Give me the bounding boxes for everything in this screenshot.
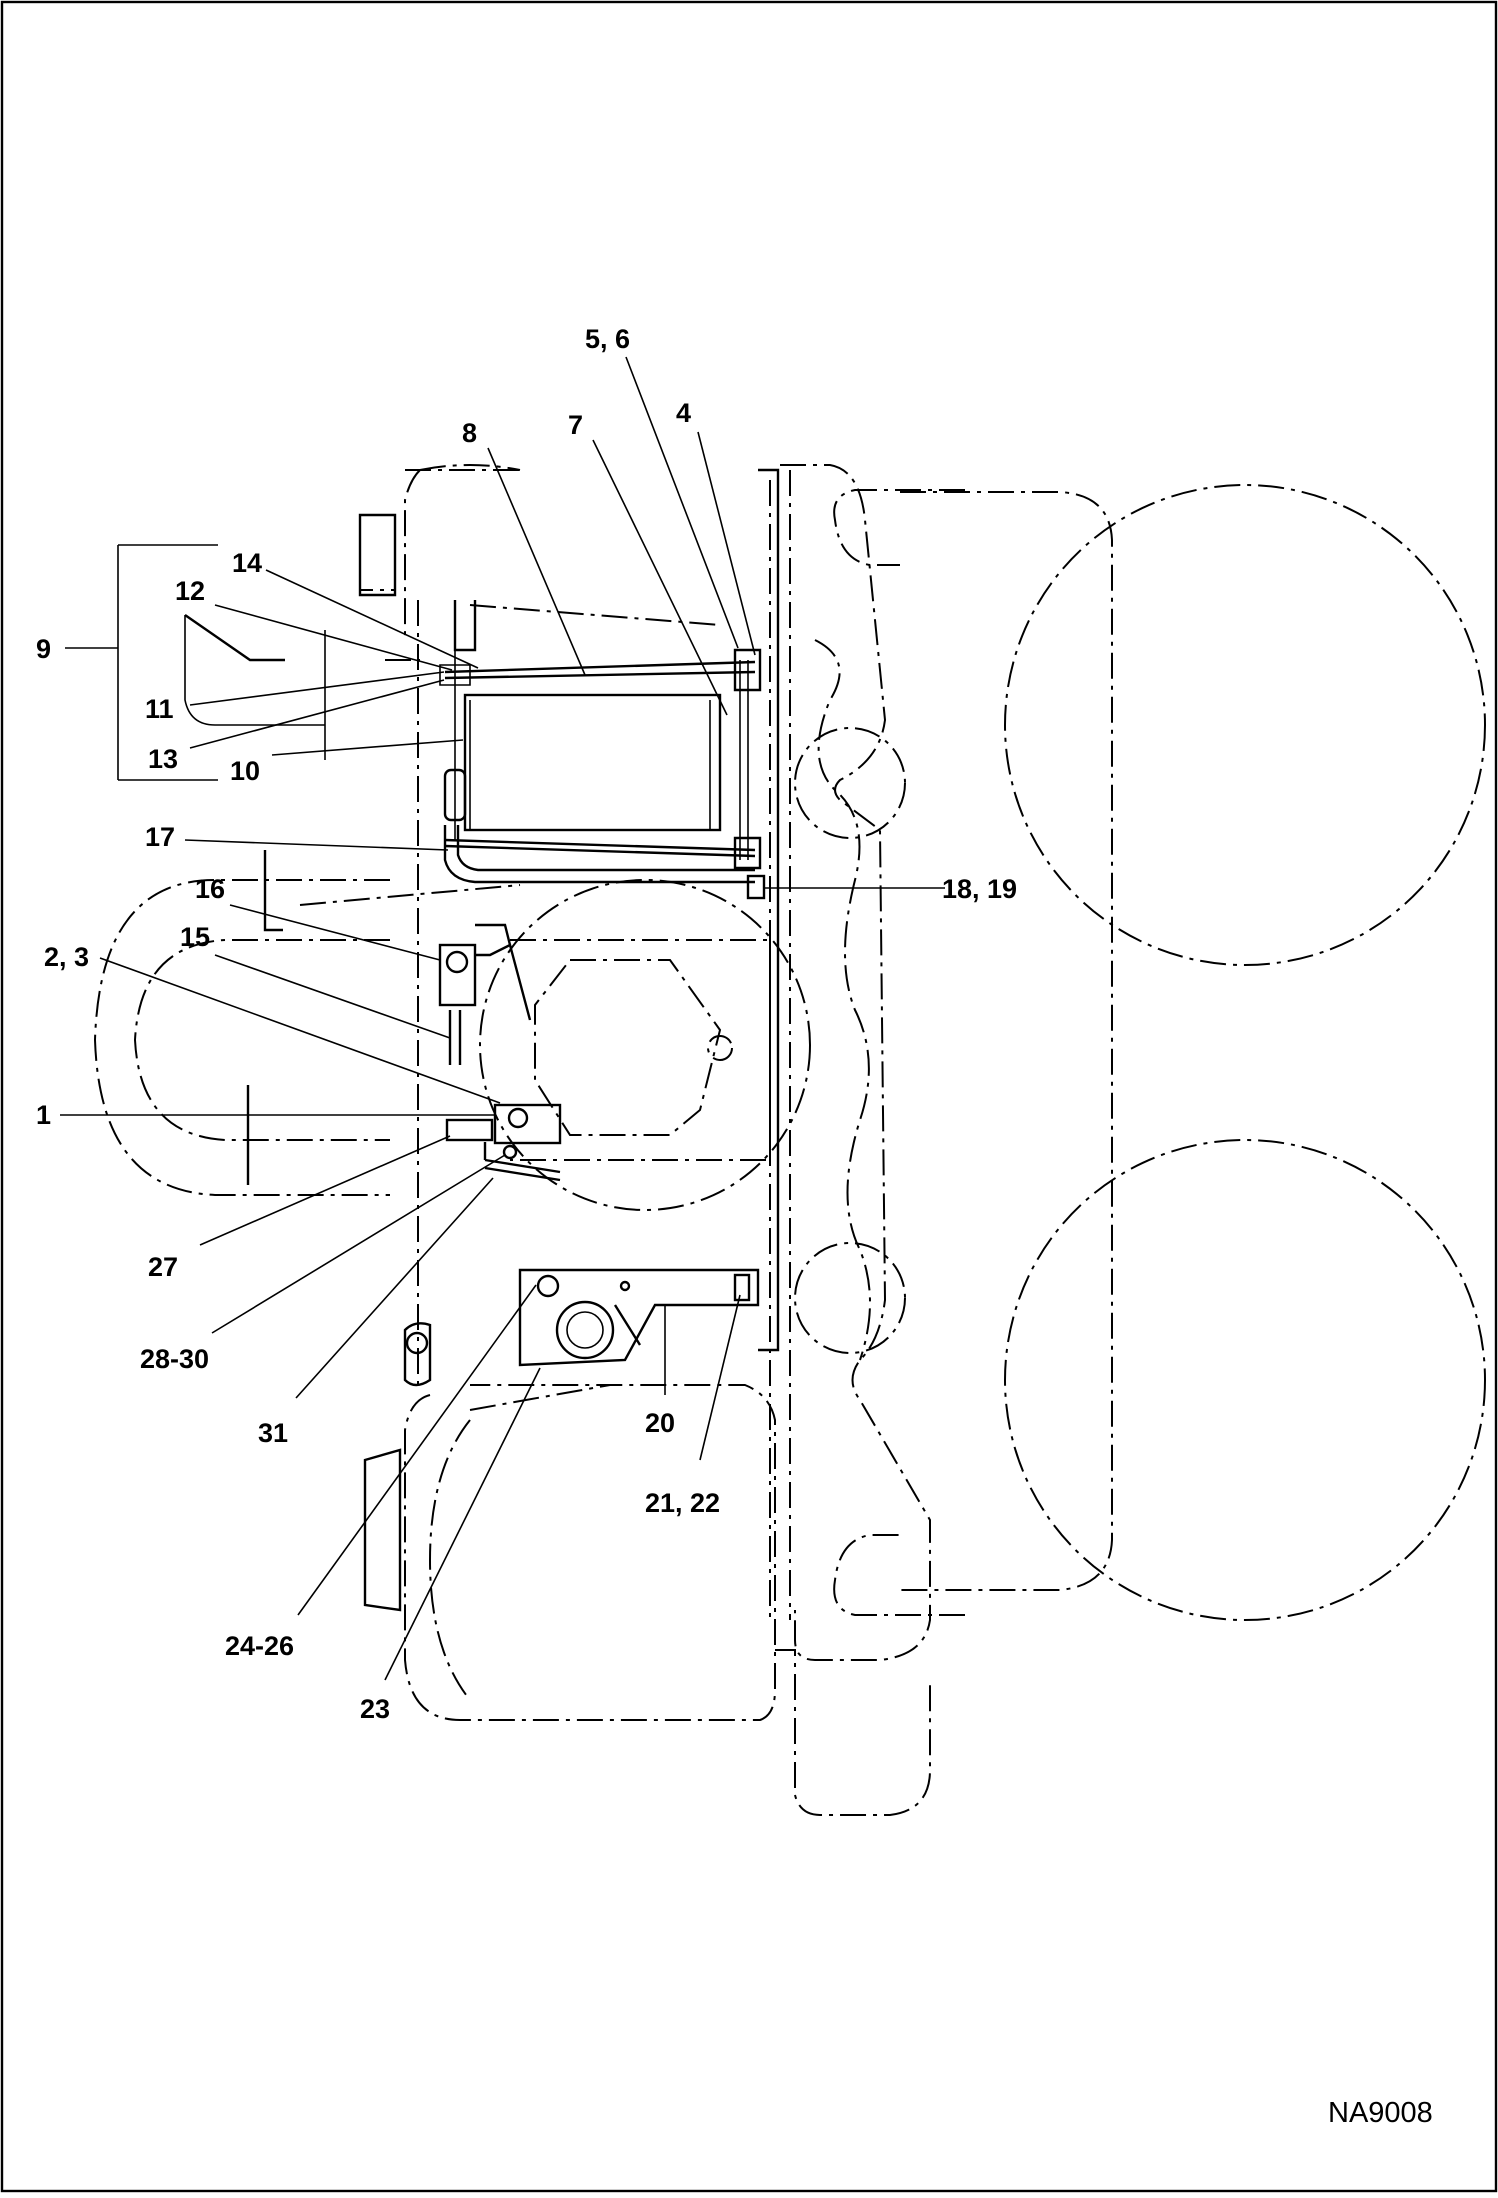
component-drawing bbox=[184, 468, 780, 1612]
callout-4: 4 bbox=[676, 398, 691, 428]
callout-labels: 1 2, 3 4 5, 6 7 8 9 10 11 12 13 14 15 16… bbox=[36, 324, 1017, 1724]
callout-13: 13 bbox=[148, 744, 178, 774]
callout-12: 12 bbox=[175, 576, 205, 606]
callout-8: 8 bbox=[462, 418, 477, 448]
callout-11: 11 bbox=[145, 694, 174, 724]
callout-23: 23 bbox=[360, 1694, 390, 1724]
callout-28-30: 28-30 bbox=[140, 1344, 209, 1374]
callout-21-22: 21, 22 bbox=[645, 1488, 720, 1518]
callout-9: 9 bbox=[36, 634, 51, 664]
part-1-block bbox=[493, 1103, 562, 1145]
callout-1: 1 bbox=[36, 1100, 51, 1130]
callout-7: 7 bbox=[568, 410, 583, 440]
callout-18-19: 18, 19 bbox=[942, 874, 1017, 904]
phantom-outline bbox=[93, 464, 1486, 1816]
figure-reference: NA9008 bbox=[1328, 2097, 1433, 2129]
callout-15: 15 bbox=[180, 922, 210, 952]
callout-24-26: 24-26 bbox=[225, 1631, 294, 1661]
callout-2-3: 2, 3 bbox=[44, 942, 89, 972]
callout-17: 17 bbox=[145, 822, 175, 852]
callout-5-6: 5, 6 bbox=[585, 324, 630, 354]
leader-lines bbox=[60, 356, 945, 1681]
callout-31: 31 bbox=[258, 1418, 288, 1448]
callout-10: 10 bbox=[230, 756, 260, 786]
callout-27: 27 bbox=[148, 1252, 178, 1282]
callout-20: 20 bbox=[645, 1408, 675, 1438]
reservoir-body bbox=[463, 693, 722, 832]
callout-14: 14 bbox=[232, 548, 262, 578]
callout-16: 16 bbox=[195, 874, 225, 904]
